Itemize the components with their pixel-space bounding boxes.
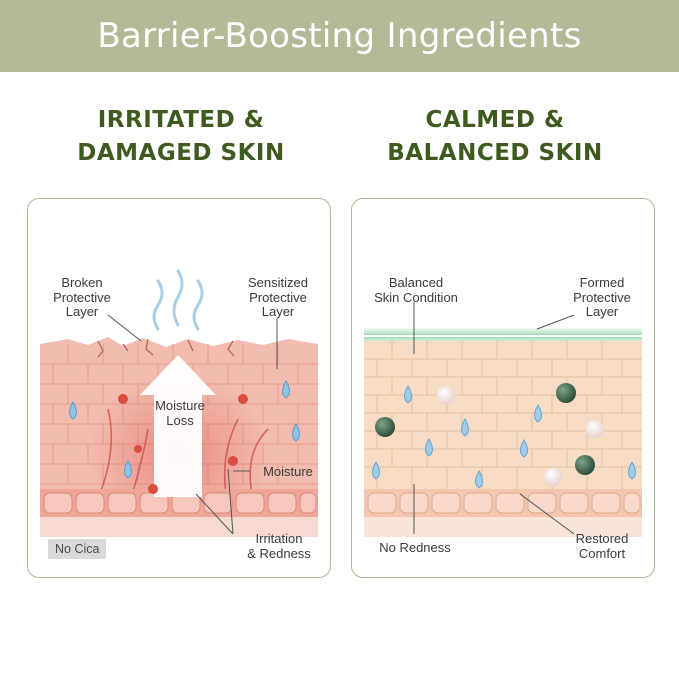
- green-ingredient-icon: [375, 383, 595, 475]
- water-drop-icon: [69, 380, 300, 479]
- dermis: [364, 517, 642, 537]
- vapor-icon: [152, 269, 204, 331]
- label-line: Layer: [585, 304, 619, 319]
- label-irritation: Irritation & Redness: [240, 531, 318, 561]
- leader-line: [107, 314, 142, 342]
- leader-line: [195, 493, 234, 535]
- no-cica-badge: No Cica: [48, 539, 107, 559]
- label-moisture: Moisture: [256, 464, 320, 480]
- basal-cells: [367, 492, 641, 514]
- balanced-skin-panel: Balanced Skin Condition Formed Protectiv…: [351, 198, 655, 578]
- label-line: No Redness: [379, 540, 451, 555]
- heading-line: CALMED &: [425, 107, 565, 133]
- leader-line: [227, 468, 234, 535]
- label-line: Layer: [65, 304, 99, 319]
- label-line: Balanced: [388, 275, 444, 290]
- irritation-veins: [97, 408, 269, 510]
- label-line: Skin Condition: [374, 289, 458, 305]
- balanced-skin-heading: CALMED & BALANCED SKIN: [345, 104, 645, 170]
- label-sensitized-layer: Sensitized Protective Layer: [240, 275, 316, 320]
- label-line: Loss: [166, 412, 194, 428]
- label-line: Broken: [61, 275, 103, 290]
- basal-cells: [43, 492, 317, 514]
- dermis: [40, 517, 318, 537]
- label-line: Sensitized: [248, 275, 308, 290]
- label-line: Irritation: [255, 531, 303, 546]
- moisture-loss-arrow: [140, 355, 216, 497]
- skin-cells: [364, 341, 642, 489]
- heading-line: IRRITATED &: [97, 107, 265, 133]
- label-restored-comfort: Restored Comfort: [562, 531, 642, 561]
- banner-title: Barrier-Boosting Ingredients: [97, 16, 582, 56]
- label-line: Comfort: [578, 545, 626, 561]
- label-broken-layer: Broken Protective Layer: [50, 275, 114, 320]
- irritated-skin-illustration: [40, 269, 318, 537]
- label-line: & Redness: [247, 545, 311, 561]
- label-line: Protective: [573, 289, 631, 305]
- title-banner: Barrier-Boosting Ingredients: [0, 0, 679, 72]
- label-line: Protective: [249, 289, 307, 305]
- label-line: Layer: [261, 304, 295, 319]
- irritated-skin-panel: Broken Protective Layer Sensitized Prote…: [27, 198, 331, 578]
- crack-lines: [97, 338, 235, 358]
- balanced-skin-illustration: [364, 302, 642, 537]
- heading-line: BALANCED SKIN: [387, 140, 603, 166]
- label-line: Moisture: [263, 464, 313, 479]
- label-formed-layer: Formed Protective Layer: [564, 275, 640, 320]
- pearl-ingredient-icon: [437, 386, 604, 486]
- skin-layer: [364, 341, 642, 491]
- label-balanced-condition: Balanced Skin Condition: [356, 275, 476, 305]
- leader-line: [519, 493, 575, 535]
- label-moisture-loss: Moisture Loss: [148, 398, 212, 428]
- irritated-skin-heading: IRRITATED & DAMAGED SKIN: [31, 104, 331, 170]
- water-drop-icon: [372, 385, 636, 489]
- heading-line: DAMAGED SKIN: [77, 140, 285, 166]
- leader-line: [536, 314, 575, 330]
- label-line: Protective: [53, 289, 111, 305]
- label-line: Restored: [575, 531, 629, 546]
- label-no-redness: No Redness: [366, 540, 464, 556]
- label-line: Formed: [579, 275, 625, 290]
- irritation-spark-icon: [118, 394, 248, 494]
- label-line: Moisture: [155, 398, 205, 413]
